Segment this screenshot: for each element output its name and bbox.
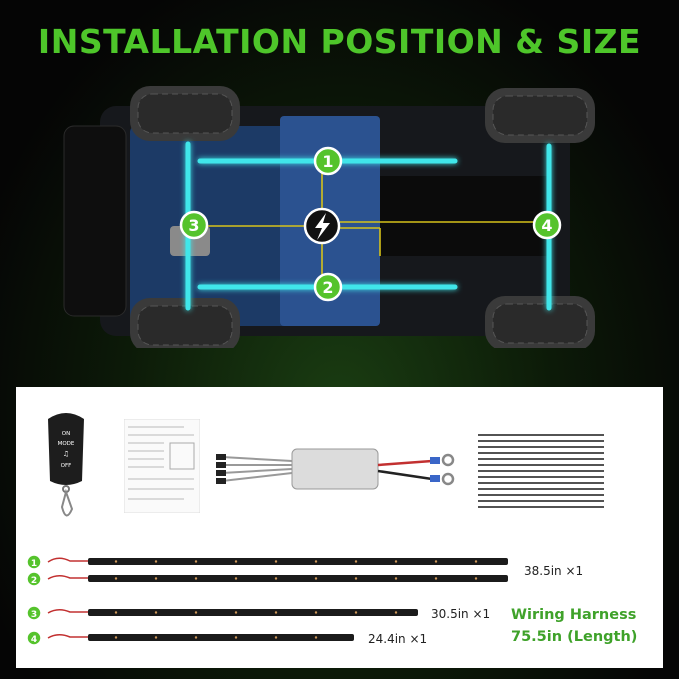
strip-3-size-label: 30.5in ×1 (431, 607, 491, 621)
svg-text:OFF: OFF (61, 463, 72, 469)
svg-text:1: 1 (31, 559, 37, 569)
wiring-harness-length: 75.5in (Length) (511, 629, 638, 645)
wheel-rear-right (130, 298, 240, 348)
package-contents-panel: ON MODE ♫ OFF (16, 387, 663, 668)
svg-text:ON: ON (62, 431, 70, 437)
strip-4-size-label: 24.4in ×1 (368, 632, 428, 646)
cart-top-view: 1 2 3 4 (63, 86, 595, 348)
svg-text:4: 4 (31, 635, 37, 645)
strip-3: 3 (26, 605, 418, 621)
svg-text:2: 2 (31, 576, 37, 586)
remote-control: ON MODE ♫ OFF (48, 413, 84, 517)
led-strips: 1 2 3 4 (26, 554, 508, 646)
wheel-front-left (485, 88, 595, 143)
zip-ties (478, 434, 604, 508)
strip-1: 1 (26, 554, 508, 570)
cart-frame (380, 176, 550, 256)
svg-text:♫: ♫ (63, 450, 69, 458)
strip-2: 2 (26, 571, 508, 587)
svg-text:4: 4 (541, 216, 552, 235)
svg-text:3: 3 (188, 216, 199, 235)
wheel-front-right (485, 296, 595, 348)
position-badge-2: 2 (313, 272, 343, 302)
wiring-lines (200, 166, 540, 276)
strip-4: 4 (26, 630, 354, 646)
position-badge-1: 1 (313, 146, 343, 176)
position-badge-4: 4 (532, 210, 562, 240)
instruction-manual (124, 419, 200, 513)
wiring-harness-label: Wiring Harness (511, 607, 637, 623)
lightning-icon (303, 207, 341, 245)
svg-text:2: 2 (322, 278, 333, 297)
position-badge-3: 3 (179, 210, 209, 240)
wheel-rear-left (130, 86, 240, 141)
cart-rear-bumper (63, 125, 127, 317)
svg-text:1: 1 (322, 152, 333, 171)
svg-text:MODE: MODE (58, 441, 75, 447)
strip-1-2-size-label: 38.5in ×1 (524, 564, 584, 578)
page-title: INSTALLATION POSITION & SIZE (37, 22, 642, 61)
svg-text:3: 3 (31, 610, 37, 620)
controller-box (216, 448, 455, 490)
